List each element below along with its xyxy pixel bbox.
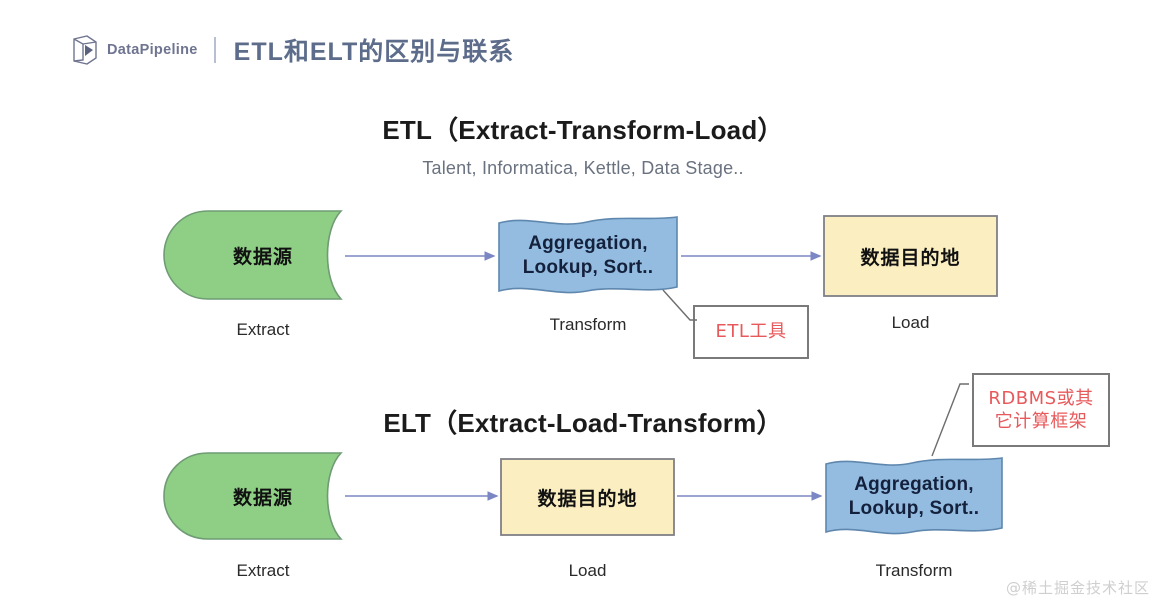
etl-section-subtitle: Talent, Informatica, Kettle, Data Stage.… — [422, 158, 744, 178]
elt-source-node[interactable]: 数据源 — [163, 452, 363, 540]
wave-banner-shape — [498, 216, 678, 294]
etl-source-node[interactable]: 数据源 — [163, 210, 363, 300]
etl-transform-label: Transform — [549, 315, 627, 334]
watermark: @稀土掘金技术社区 — [1005, 579, 1150, 597]
header-divider — [213, 37, 216, 63]
rectangle-shape — [500, 458, 675, 536]
etl-destination-node[interactable]: 数据目的地 — [823, 215, 998, 297]
elt-transform-label: Transform — [875, 561, 953, 580]
etl-source-label: Extract — [236, 320, 290, 339]
elt-destination-label: Load — [568, 561, 607, 580]
rectangle-shape — [823, 215, 998, 297]
logo-wordmark: DataPipeline — [107, 42, 198, 58]
etl-transform-node[interactable]: Aggregation, Lookup, Sort.. — [497, 215, 679, 297]
cylinder-shape — [163, 210, 343, 300]
elt-transform-node[interactable]: Aggregation, Lookup, Sort.. — [824, 456, 1004, 538]
cylinder-shape — [163, 452, 343, 540]
page-title: ETL和ELT的区别与联系 — [233, 38, 515, 66]
etl-destination-label: Load — [891, 313, 930, 332]
elt-section-title: ELT（Extract-Load-Transform） — [383, 408, 783, 438]
etl-tool-callout[interactable]: ETL工具 — [693, 305, 809, 359]
elt-source-label: Extract — [236, 561, 290, 580]
elt-destination-node[interactable]: 数据目的地 — [500, 458, 675, 536]
wave-banner-shape — [825, 457, 1003, 535]
rdbms-callout[interactable]: RDBMS或其 它计算框架 — [972, 373, 1110, 447]
slide-header: DataPipeline ETL和ELT的区别与联系 — [72, 28, 514, 72]
datapipeline-cube-logo — [73, 35, 97, 65]
rdbms-callout-text: RDBMS或其 它计算框架 — [988, 387, 1094, 432]
etl-tool-callout-text: ETL工具 — [715, 321, 787, 343]
etl-section-title: ETL（Extract-Transform-Load） — [382, 115, 784, 145]
